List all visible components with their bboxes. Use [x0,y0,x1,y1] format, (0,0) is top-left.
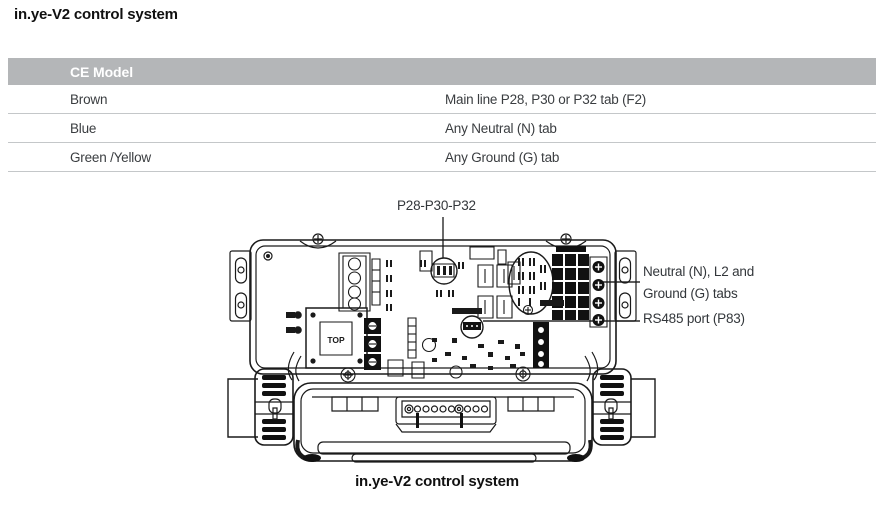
rs485-port [461,316,483,338]
table-row: Green /Yellow Any Ground (G) tab [8,143,876,172]
wire-color-cell: Green /Yellow [70,149,151,165]
terminal-tab-block [552,246,589,320]
connection-cell: Main line P28, P30 or P32 tab (F2) [445,91,647,107]
connection-cell: Any Ground (G) tab [445,149,560,165]
ce-model-table: CE Model Brown Main line P28, P30 or P32… [8,58,876,172]
union-nut-left [255,369,293,445]
transformer: TOP [286,308,367,368]
table-row: Blue Any Neutral (N) tab [8,114,876,143]
wire-color-cell: Blue [70,120,97,136]
union-nut-right [593,369,631,445]
transformer-top-label: TOP [327,335,345,345]
label-p28-p30-p32: P28-P30-P32 [397,198,476,213]
p28-connector [431,258,457,284]
page-title: in.ye-V2 control system [14,6,178,23]
label-neutral-ground-tabs: Neutral (N), L2 and Ground (G) tabs [643,261,754,304]
label-neutral-line2: Ground (G) tabs [643,285,738,301]
label-rs485-port: RS485 port (P83) [643,311,745,326]
table-row: Brown Main line P28, P30 or P32 tab (F2) [8,85,876,114]
relay-strip [364,318,381,370]
heater-tube [228,369,655,445]
terminal-strip [396,397,496,432]
label-neutral-line1: Neutral (N), L2 and [643,264,755,279]
table-header-ce-model: CE Model [8,58,876,85]
pcb-components: TOP [286,246,607,382]
lower-housing [288,352,597,462]
enclosure [230,234,636,374]
figure-caption: in.ye-V2 control system [355,473,519,490]
connection-cell: Any Neutral (N) tab [445,120,557,136]
wire-color-cell: Brown [70,91,108,107]
screw-terminals [590,257,607,327]
